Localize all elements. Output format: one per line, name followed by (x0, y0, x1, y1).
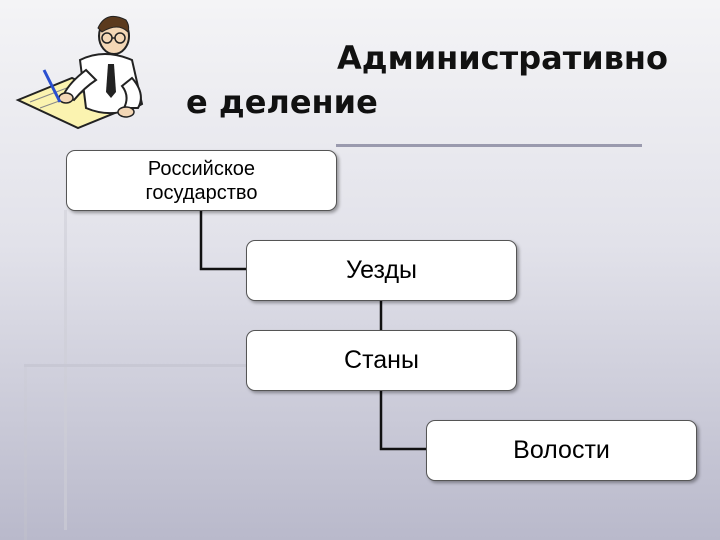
connector-root-uezdy (199, 209, 246, 271)
node-russian-state: Российское государство (66, 150, 337, 211)
connector-stany-volosti (379, 389, 426, 451)
decorative-rule-mid (24, 364, 246, 367)
node-stany: Станы (246, 330, 517, 391)
decorative-rule-top (336, 144, 642, 147)
title-line-2: е деление (186, 83, 378, 121)
node-uezdy-label: Уезды (345, 256, 418, 284)
node-volosti-label: Волости (513, 436, 610, 464)
node-stany-label: Станы (344, 346, 419, 374)
node-root-label-line2: государство (145, 181, 258, 204)
node-root-label-line1: Российское (147, 157, 256, 180)
decorative-rule-left (64, 210, 67, 530)
writing-man-icon (15, 15, 144, 130)
title-line-1: Административно (336, 39, 668, 77)
decorative-rule-left-outer (24, 364, 27, 540)
node-uezdy: Уезды (246, 240, 517, 301)
node-volosti: Волости (426, 420, 697, 481)
slide-title: Административно е деление (186, 36, 696, 126)
